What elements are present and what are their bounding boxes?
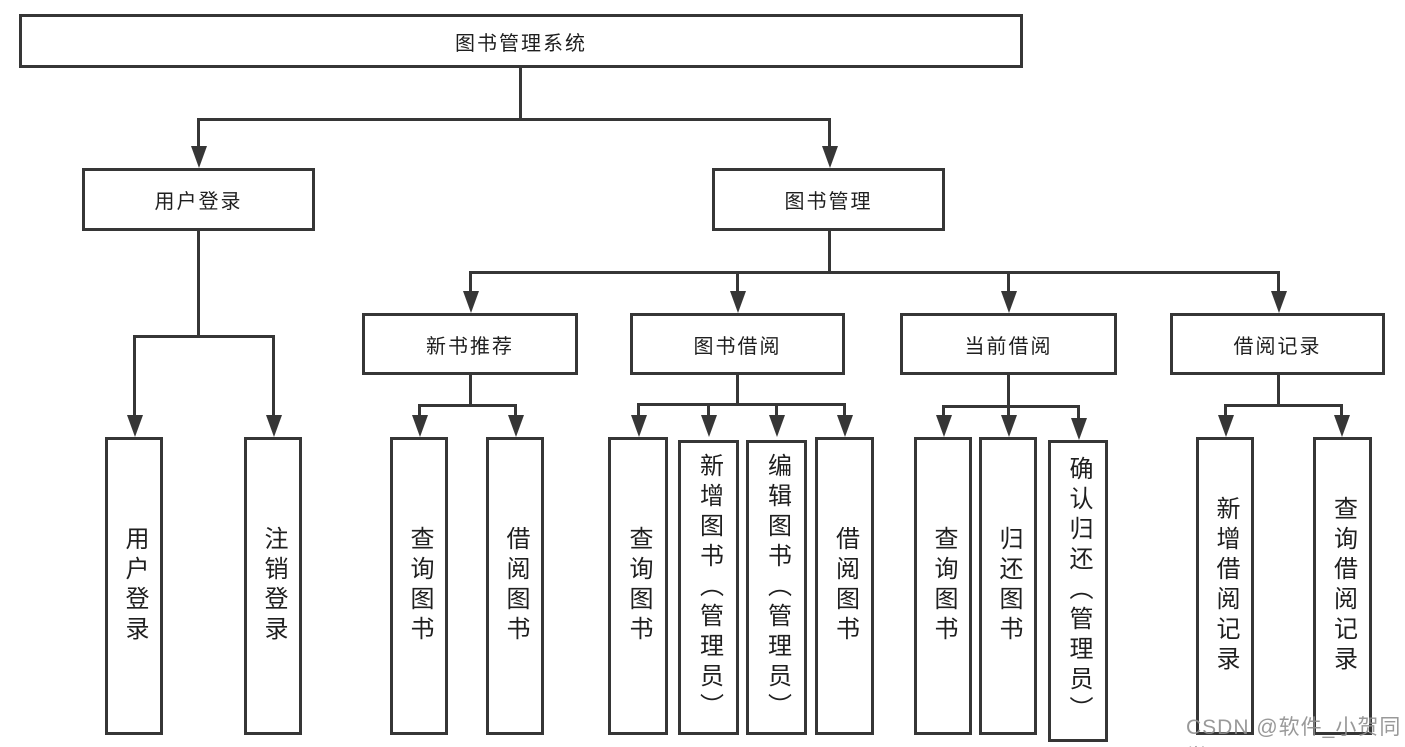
leaf-return-books: 归还图书	[979, 437, 1037, 735]
leaf-add-books-admin: 新增图书（管理员）	[678, 440, 739, 735]
connector-line	[942, 405, 945, 419]
connector-line	[519, 66, 522, 120]
connector-line	[197, 229, 200, 337]
connector-line	[707, 403, 710, 419]
node-library-management-system: 图书管理系统	[19, 14, 1023, 68]
connector-line	[418, 404, 421, 420]
connector-line	[197, 118, 831, 121]
connector-line	[514, 404, 517, 420]
connector-line	[736, 271, 739, 295]
connector-line	[1224, 404, 1227, 420]
connector-line	[637, 403, 846, 406]
connector-line	[469, 271, 1280, 274]
leaf-label: 确认归还（管理员）	[1065, 456, 1092, 726]
node-label: 用户登录	[154, 191, 243, 213]
arrow-down-icon	[1218, 415, 1234, 437]
connector-line	[272, 335, 275, 419]
leaf-borrow-books-recommend: 借阅图书	[486, 437, 544, 735]
arrow-down-icon	[1001, 291, 1017, 313]
leaf-label: 借阅图书	[502, 526, 529, 646]
node-current-borrow: 当前借阅	[900, 313, 1117, 375]
arrow-down-icon	[769, 415, 785, 437]
node-book-borrow: 图书借阅	[630, 313, 845, 375]
leaf-label: 归还图书	[995, 526, 1022, 646]
connector-line	[1007, 373, 1010, 407]
arrow-down-icon	[191, 146, 207, 168]
connector-line	[828, 229, 831, 273]
connector-line	[1224, 404, 1343, 407]
arrow-down-icon	[1271, 291, 1287, 313]
arrow-down-icon	[1001, 415, 1017, 437]
node-user-login: 用户登录	[82, 168, 315, 231]
connector-line	[469, 271, 472, 295]
leaf-query-borrow-record: 查询借阅记录	[1313, 437, 1372, 735]
leaf-label: 注销登录	[260, 526, 287, 646]
connector-line	[637, 403, 640, 419]
arrow-down-icon	[837, 415, 853, 437]
leaf-edit-books-admin: 编辑图书（管理员）	[746, 440, 807, 735]
connector-line	[942, 405, 1080, 408]
connector-line	[1277, 373, 1280, 407]
node-label: 借阅记录	[1233, 335, 1322, 358]
arrow-down-icon	[936, 415, 952, 437]
leaf-add-borrow-record: 新增借阅记录	[1196, 437, 1254, 735]
node-label: 图书借阅	[693, 335, 782, 358]
leaf-label: 查询借阅记录	[1329, 496, 1357, 676]
connector-line	[1277, 271, 1280, 295]
connector-line	[843, 403, 846, 419]
connector-line	[1007, 271, 1010, 295]
arrow-down-icon	[631, 415, 647, 437]
leaf-query-books-recommend: 查询图书	[390, 437, 448, 735]
connector-line	[133, 335, 275, 338]
leaf-borrow-books: 借阅图书	[815, 437, 874, 735]
leaf-label: 新增借阅记录	[1212, 496, 1239, 676]
arrow-down-icon	[1334, 415, 1350, 437]
connector-line	[1077, 405, 1080, 421]
connector-line	[197, 118, 200, 152]
connector-line	[1007, 405, 1010, 419]
leaf-label: 编辑图书（管理员）	[763, 452, 791, 723]
csdn-watermark: CSDN @软件_小贺同学	[1186, 716, 1402, 747]
arrow-down-icon	[412, 415, 428, 437]
leaf-label: 借阅图书	[831, 526, 859, 646]
arrow-down-icon	[1071, 418, 1087, 440]
leaf-label: 用户登录	[121, 526, 148, 646]
leaf-query-books-current: 查询图书	[914, 437, 972, 735]
leaf-confirm-return-admin: 确认归还（管理员）	[1048, 440, 1108, 742]
leaf-user-login: 用户登录	[105, 437, 163, 735]
connector-line	[133, 335, 136, 419]
leaf-label: 新增图书（管理员）	[695, 452, 723, 723]
connector-line	[775, 403, 778, 419]
node-book-management: 图书管理	[712, 168, 945, 231]
node-label: 新书推荐	[426, 335, 514, 358]
node-label: 图书管理系统	[455, 32, 587, 55]
leaf-logout: 注销登录	[244, 437, 302, 735]
arrow-down-icon	[463, 291, 479, 313]
node-label: 图书管理	[784, 191, 873, 213]
arrow-down-icon	[822, 146, 838, 168]
leaf-label: 查询图书	[625, 526, 652, 646]
connector-line	[828, 118, 831, 152]
connector-line	[1340, 404, 1343, 420]
connector-line	[736, 373, 739, 406]
arrow-down-icon	[266, 415, 282, 437]
arrow-down-icon	[127, 415, 143, 437]
arrow-down-icon	[730, 291, 746, 313]
leaf-label: 查询图书	[406, 526, 433, 646]
arrow-down-icon	[508, 415, 524, 437]
node-borrow-records: 借阅记录	[1170, 313, 1385, 375]
arrow-down-icon	[701, 415, 717, 437]
leaf-query-books-borrow: 查询图书	[608, 437, 668, 735]
connector-line	[469, 373, 472, 407]
leaf-label: 查询图书	[930, 526, 957, 646]
node-new-book-recommend: 新书推荐	[362, 313, 578, 375]
connector-line	[418, 404, 517, 407]
node-label: 当前借阅	[964, 335, 1053, 358]
